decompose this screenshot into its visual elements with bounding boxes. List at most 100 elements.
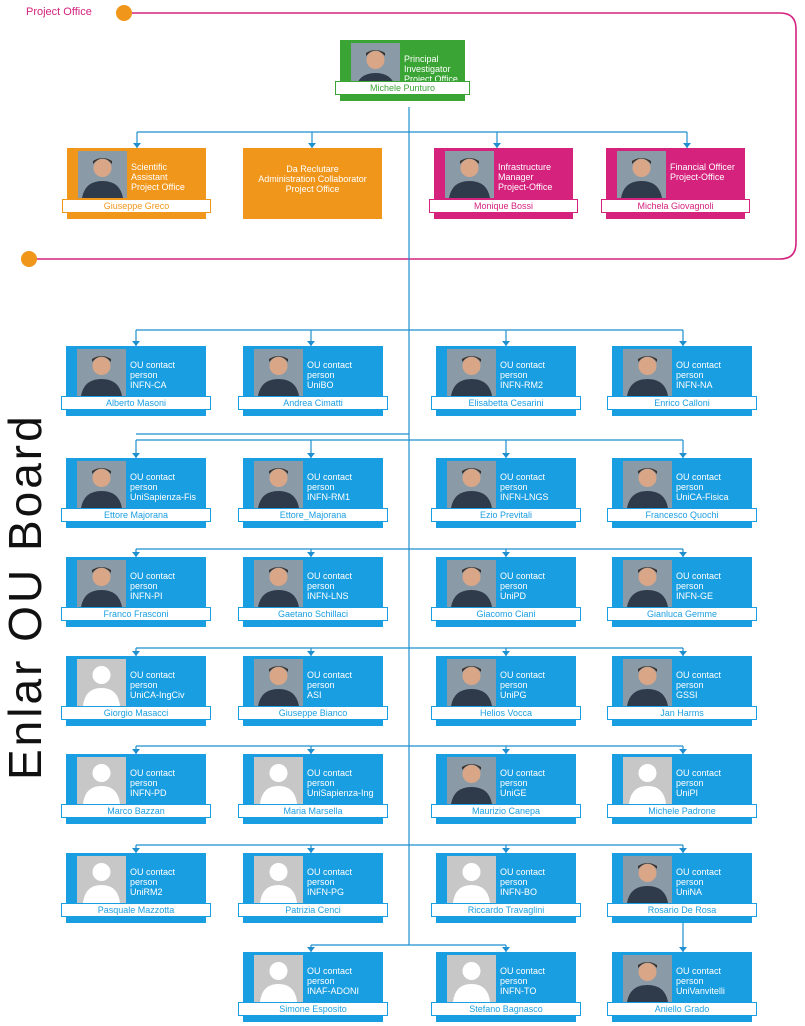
role-text: OU contact person UniRM2 xyxy=(130,867,176,897)
ou-card[interactable]: OU contact person UniBO Andrea Cimatti xyxy=(238,346,388,416)
person-name: Elisabetta Cesarini xyxy=(431,396,581,410)
person-photo-icon xyxy=(445,151,494,198)
person-name: Andrea Cimatti xyxy=(238,396,388,410)
arrow-head xyxy=(132,453,140,458)
person-name: Marco Bazzan xyxy=(61,804,211,818)
arrow-head xyxy=(132,552,140,557)
arrow-head xyxy=(679,651,687,656)
role-text: OU contact person INFN-RM1 xyxy=(307,472,353,502)
person-name: Aniello Grado xyxy=(607,1002,757,1016)
person-photo-icon xyxy=(623,461,672,508)
photo xyxy=(447,757,496,804)
arrow-head xyxy=(679,341,687,346)
photo xyxy=(623,955,672,1002)
person-photo-icon xyxy=(78,151,127,198)
role-text: Principal Investigator Project Office xyxy=(404,54,458,84)
person-name: Ezio Previtali xyxy=(431,508,581,522)
photo xyxy=(623,659,672,706)
person-name: Michela Giovagnoli xyxy=(601,199,750,213)
arrow-head xyxy=(683,143,691,148)
photo xyxy=(447,659,496,706)
office-card[interactable]: Da Reclutare Administration Collaborator… xyxy=(243,148,382,219)
arrow-head xyxy=(679,848,687,853)
arrow-head xyxy=(307,453,315,458)
ou-card[interactable]: OU contact person INFN-TO Stefano Bagnasc… xyxy=(431,952,581,1022)
person-photo-icon xyxy=(447,461,496,508)
person-name: Michele Punturo xyxy=(335,81,470,95)
photo xyxy=(623,461,672,508)
default-avatar-icon xyxy=(447,856,496,903)
person-name: Riccardo Travaglini xyxy=(431,903,581,917)
person-photo-icon xyxy=(77,349,126,396)
role-text: OU contact person UniCA-Fisica xyxy=(676,472,729,502)
photo xyxy=(447,349,496,396)
photo xyxy=(623,856,672,903)
arrow-head xyxy=(132,651,140,656)
arrow-head xyxy=(132,848,140,853)
photo xyxy=(623,560,672,607)
photo xyxy=(254,560,303,607)
person-name: Giuseppe Bianco xyxy=(238,706,388,720)
role-text: OU contact person INAF-ADONI xyxy=(307,966,360,996)
arrow-head xyxy=(307,651,315,656)
person-name: Jan Harms xyxy=(607,706,757,720)
person-name: Ettore Majorana xyxy=(61,508,211,522)
photo xyxy=(77,461,126,508)
project-office-label: Project Office xyxy=(26,6,92,18)
person-name: Maurizio Canepa xyxy=(431,804,581,818)
arrow-head xyxy=(493,143,501,148)
arrow-head xyxy=(679,947,687,952)
role-text: OU contact person UniBO xyxy=(307,360,353,390)
ou-card[interactable]: OU contact person INAF-ADONI Simone Espos… xyxy=(238,952,388,1022)
person-name: Stefano Bagnasco xyxy=(431,1002,581,1016)
role-text: OU contact person UniSapienza-Fis xyxy=(130,472,197,502)
person-photo-icon xyxy=(77,461,126,508)
photo xyxy=(77,349,126,396)
person-name: Simone Esposito xyxy=(238,1002,388,1016)
person-photo-icon xyxy=(447,349,496,396)
arrow-head xyxy=(132,749,140,754)
photo xyxy=(254,757,303,804)
role-text: OU contact person UniNA xyxy=(676,867,722,897)
photo xyxy=(447,955,496,1002)
project-office-bottom-dot xyxy=(21,251,37,267)
role-text: Infrastructure Manager Project-Office xyxy=(498,162,553,192)
person-name: Gianluca Gemme xyxy=(607,607,757,621)
default-avatar-icon xyxy=(77,659,126,706)
photo xyxy=(254,461,303,508)
arrow-head xyxy=(502,651,510,656)
role-text: OU contact person INFN-TO xyxy=(500,966,546,996)
arrow-head xyxy=(307,848,315,853)
role-text: OU contact person INFN-LNS xyxy=(307,571,353,601)
default-avatar-icon xyxy=(77,856,126,903)
